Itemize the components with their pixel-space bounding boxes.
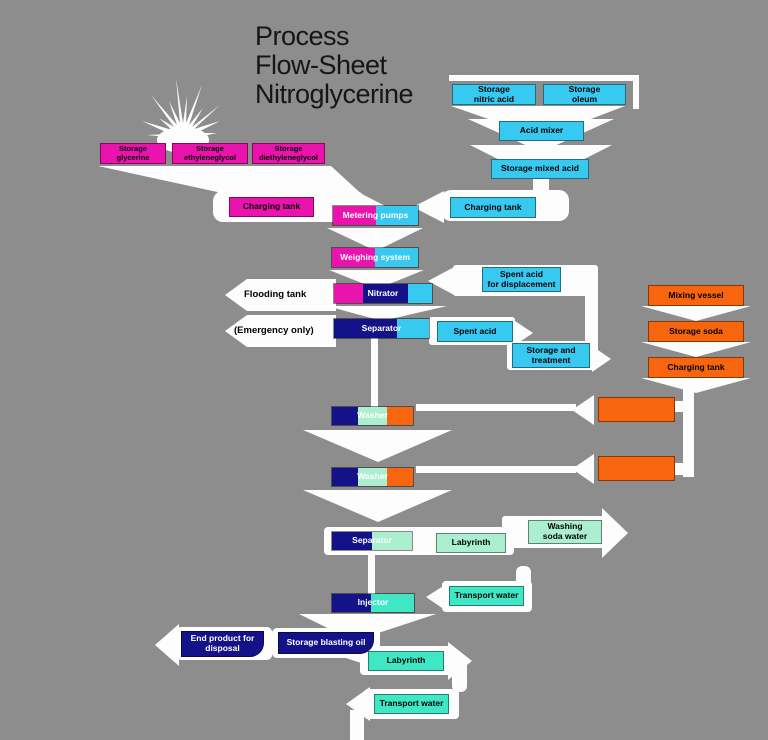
storage-nitric-acid-label: Storage nitric acid: [473, 83, 515, 104]
nitrator-label: Nitrator: [367, 287, 399, 298]
washing-soda-water-label: Washing soda water: [542, 521, 588, 541]
washing-soda-water-box: Washing soda water: [528, 520, 602, 544]
separator-1-label: Separator: [361, 322, 402, 333]
flooding-tank-annotation: Flooding tank: [244, 289, 307, 300]
charging-tank-acid-label: Charging tank: [464, 201, 522, 212]
washer-1-box: Washer: [331, 406, 414, 426]
storage-glycerine-label: Storage glycerine: [116, 144, 150, 162]
storage-soda-box: Storage soda: [648, 321, 744, 342]
weighing-system-label: Weighing system: [340, 251, 410, 262]
weighing-system-box: Weighing system: [331, 247, 419, 268]
soda-pipe-2: [598, 456, 675, 481]
storage-blasting-oil-box: Storage blasting oil: [278, 632, 374, 654]
emergency-only-annotation: (Emergency only): [234, 325, 314, 336]
charging-tank-soda-box: Charging tank: [648, 357, 744, 378]
spent-acid-displacement-box: Spent acid for displacement: [482, 267, 561, 292]
separator-2-box: Separator: [331, 531, 413, 551]
acid-mixer-label: Acid mixer: [519, 125, 564, 136]
washer-2-label: Washer: [357, 471, 388, 482]
charging-tank-glycol-label: Charging tank: [242, 201, 301, 212]
storage-blasting-oil-label: Storage blasting oil: [286, 637, 366, 648]
storage-soda-label: Storage soda: [669, 325, 723, 336]
washer-1-label: Washer: [357, 410, 388, 421]
end-product-label: End product for disposal: [190, 633, 255, 653]
labyrinth-1-label: Labyrinth: [451, 537, 491, 548]
storage-glycerine-box: Storage glycerine: [100, 143, 166, 164]
metering-pumps-box: Metering pumps: [332, 205, 419, 226]
mixing-vessel-label: Mixing vessel: [668, 289, 724, 300]
storage-ethyleneglycol-label: Storage ethyleneglycol: [183, 144, 237, 162]
charging-tank-acid-box: Charging tank: [450, 197, 536, 218]
separator-2-label: Separator: [352, 535, 392, 546]
storage-treatment-label: Storage and treatment: [526, 344, 576, 365]
washer-2-box: Washer: [331, 467, 414, 487]
separator-1-box: Separator: [333, 318, 430, 339]
mixing-vessel-box: Mixing vessel: [648, 285, 744, 306]
transport-water-1-box: Transport water: [449, 586, 524, 606]
injector-label: Injector: [357, 597, 389, 608]
labyrinth-2-box: Labyrinth: [368, 651, 444, 671]
storage-oleum-box: Storage oleum: [543, 84, 626, 105]
labyrinth-1-box: Labyrinth: [436, 533, 506, 553]
acid-mixer-box: Acid mixer: [499, 121, 584, 141]
storage-nitric-acid-box: Storage nitric acid: [452, 84, 536, 105]
storage-oleum-label: Storage oleum: [568, 83, 601, 104]
charging-tank-glycol-box: Charging tank: [229, 197, 314, 217]
page-title: Process Flow-Sheet Nitroglycerine: [255, 21, 414, 110]
spent-acid-displacement-label: Spent acid for displacement: [487, 268, 556, 289]
storage-treatment-box: Storage and treatment: [512, 343, 590, 368]
storage-diethyleneglycol-box: Storage diethyleneglycol: [252, 143, 325, 164]
spent-acid-box: Spent acid: [437, 321, 513, 342]
storage-ethyleneglycol-box: Storage ethyleneglycol: [172, 143, 248, 164]
metering-pumps-label: Metering pumps: [342, 209, 409, 220]
end-product-box: End product for disposal: [181, 631, 264, 657]
explosion-icon: [142, 78, 220, 153]
storage-mixed-acid-box: Storage mixed acid: [491, 159, 589, 179]
injector-box: Injector: [331, 593, 415, 613]
labyrinth-2-label: Labyrinth: [386, 655, 426, 666]
charging-tank-soda-label: Charging tank: [667, 361, 725, 372]
transport-water-1-label: Transport water: [454, 590, 519, 601]
nitrator-box: Nitrator: [333, 283, 433, 304]
spent-acid-label: Spent acid: [453, 325, 497, 336]
storage-diethyleneglycol-label: Storage diethyleneglycol: [259, 144, 318, 162]
transport-water-2-label: Transport water: [379, 698, 444, 709]
storage-mixed-acid-label: Storage mixed acid: [501, 163, 579, 174]
soda-pipe-1: [598, 397, 675, 422]
transport-water-2-box: Transport water: [374, 694, 449, 714]
